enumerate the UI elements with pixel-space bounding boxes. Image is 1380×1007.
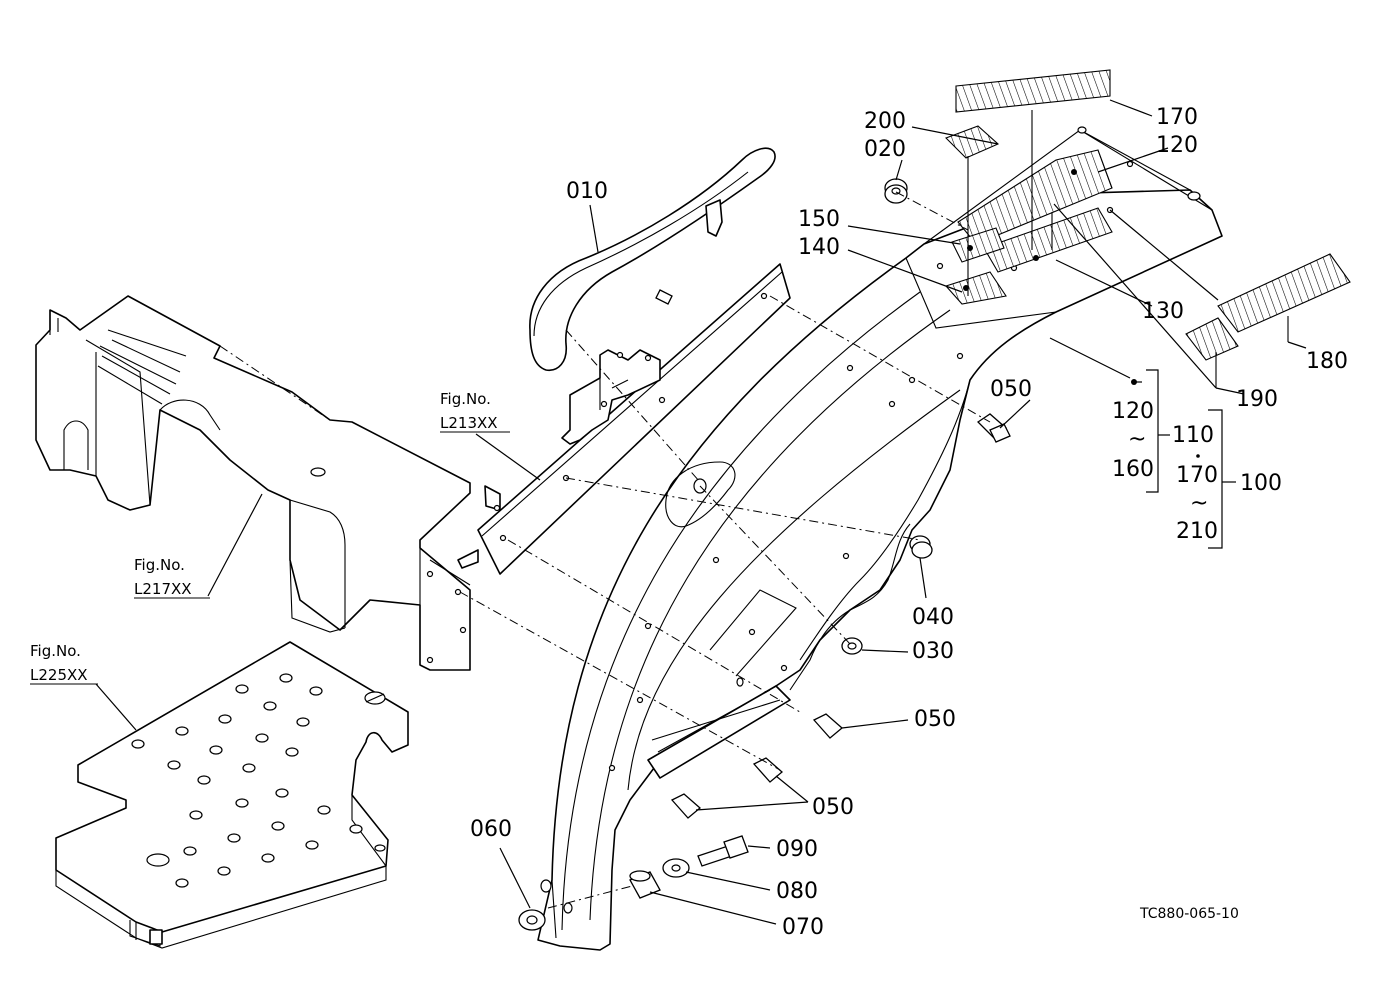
assembly-lines — [219, 191, 991, 909]
label-130: 130 — [1142, 299, 1184, 324]
handle-bracket — [561, 289, 673, 445]
decal-130 — [983, 207, 1113, 273]
label-020: 020 — [864, 137, 906, 162]
group-label-110: 110 — [1172, 423, 1214, 448]
label-040: 040 — [912, 605, 954, 630]
floor-step-plate — [55, 641, 409, 949]
label-150: 150 — [798, 207, 840, 232]
label-090: 090 — [776, 837, 818, 862]
group-label-170: 170 — [1176, 463, 1218, 488]
label-070: 070 — [782, 915, 824, 940]
decal-170 — [955, 69, 1111, 113]
label-030: 030 — [912, 639, 954, 664]
mounting-bracket — [457, 263, 791, 575]
label-200: 200 — [864, 109, 906, 134]
callout-labels: 010 200 020 170 120 150 140 130 180 190 … — [470, 105, 1348, 940]
figref-l217-line2: L217XX — [134, 580, 192, 598]
figref-l225-line2: L225XX — [30, 666, 88, 684]
decal-190 — [1185, 317, 1239, 361]
group-label-100: 100 — [1240, 471, 1282, 496]
group-tilde-2: ~ — [1190, 491, 1208, 516]
label-170: 170 — [1156, 105, 1198, 130]
drawing-code: TC880-065-10 — [1139, 906, 1239, 922]
label-050-upper: 050 — [990, 377, 1032, 402]
group-tilde-1: ~ — [1128, 427, 1146, 452]
leader-lines — [95, 99, 1307, 925]
group-label-210: 210 — [1176, 519, 1218, 544]
group-label-120: 120 — [1112, 399, 1154, 424]
label-190: 190 — [1236, 387, 1278, 412]
main-fender — [537, 126, 1223, 951]
hardware — [518, 178, 1011, 931]
figref-l213-line1: Fig.No. — [440, 390, 491, 408]
label-120: 120 — [1156, 133, 1198, 158]
decal-180 — [1217, 253, 1351, 333]
decal-set — [945, 69, 1351, 388]
label-140: 140 — [798, 235, 840, 260]
label-050-middle: 050 — [914, 707, 956, 732]
figref-l217-line1: Fig.No. — [134, 556, 185, 574]
decal-140 — [945, 271, 1007, 305]
decal-150 — [951, 227, 1005, 263]
label-010: 010 — [566, 179, 608, 204]
group-label-160: 160 — [1112, 457, 1154, 482]
label-180: 180 — [1306, 349, 1348, 374]
label-050-lower: 050 — [812, 795, 854, 820]
label-080: 080 — [776, 879, 818, 904]
figref-l213-line2: L213XX — [440, 414, 498, 432]
rear-body-panel — [35, 295, 471, 671]
grab-handle — [529, 147, 776, 371]
figure-references: Fig.No. L213XX Fig.No. L217XX Fig.No. L2… — [30, 390, 510, 685]
figref-l225-line1: Fig.No. — [30, 642, 81, 660]
label-060: 060 — [470, 817, 512, 842]
